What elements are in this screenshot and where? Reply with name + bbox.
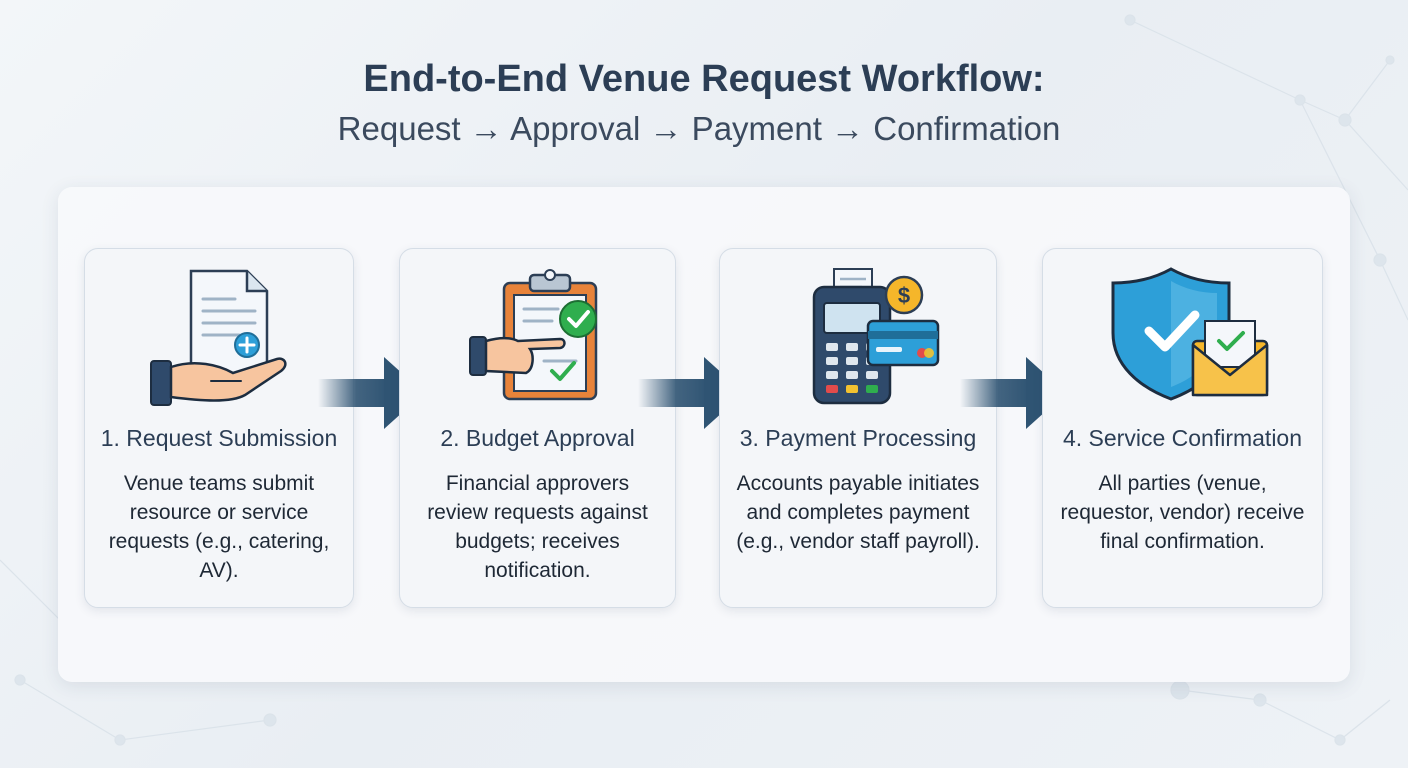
step-card-budget-approval: 2. Budget Approval Financial approvers r… — [399, 248, 676, 608]
step-title: 3. Payment Processing — [739, 425, 977, 451]
page-title: End-to-End Venue Request Workflow: — [363, 58, 1045, 100]
step-card-service-confirmation: 4. Service Confirmation All parties (ven… — [1042, 248, 1323, 608]
clipboard-check-icon — [400, 263, 675, 413]
step-description: All parties (venue, requestor, vendor) r… — [1060, 472, 1305, 553]
step-title: 1. Request Submission — [100, 425, 338, 451]
page-subtitle: Request → Approval → Payment → Confirmat… — [337, 110, 1061, 147]
step-description: Accounts payable initiates and completes… — [736, 472, 980, 553]
step-description: Venue teams submit resource or service r… — [108, 472, 330, 582]
step-title: 4. Service Confirmation — [1062, 425, 1303, 451]
shield-envelope-icon — [1043, 263, 1322, 413]
step-title: 2. Budget Approval — [440, 425, 635, 451]
hand-document-icon — [85, 263, 353, 413]
step-card-request-submission: 1. Request Submission Venue teams submit… — [84, 248, 354, 608]
step-card-payment-processing: $ 3. Payment Processing Accounts payable… — [719, 248, 997, 608]
payment-terminal-icon: $ — [720, 263, 996, 413]
svg-text:$: $ — [898, 283, 910, 308]
step-description: Financial approvers review requests agai… — [427, 472, 648, 582]
